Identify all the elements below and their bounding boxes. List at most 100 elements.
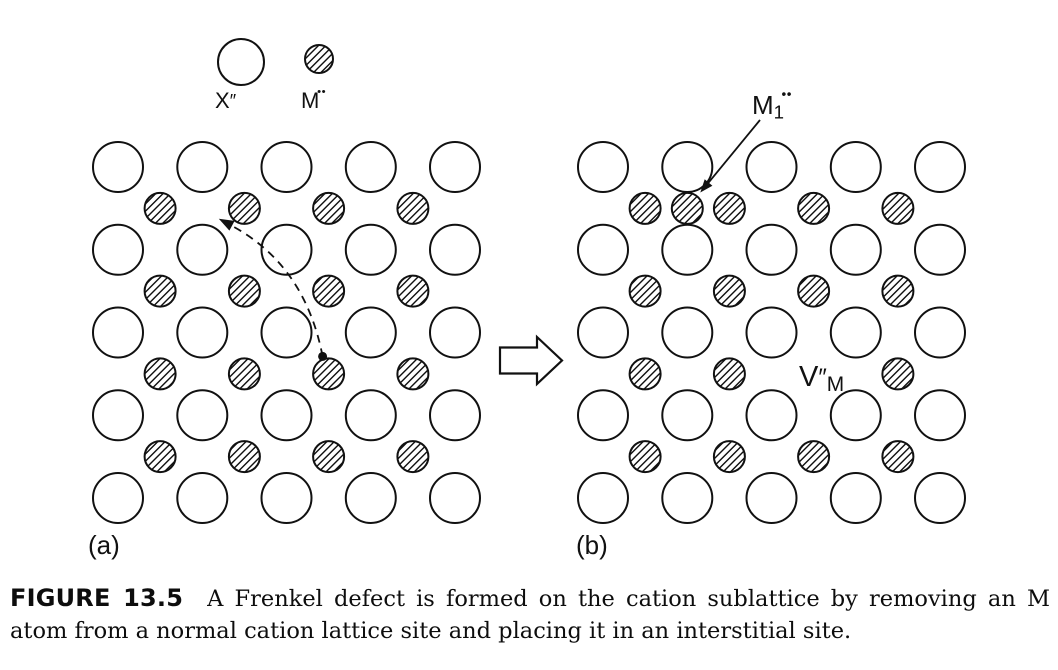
caption-text: A Frenkel defect is formed on the cation… — [10, 586, 1050, 644]
anion-circle — [577, 141, 629, 193]
anion-circle — [745, 141, 798, 193]
anion-circle — [745, 389, 798, 442]
anion-circle — [260, 306, 313, 359]
anion-circle — [829, 389, 882, 442]
interstitial-cation-circle — [670, 191, 704, 225]
anion-circle — [176, 223, 229, 276]
cation-circle — [712, 191, 746, 225]
cation-circle — [396, 274, 430, 308]
anion-circle — [914, 389, 966, 442]
interstitial-leader-line — [704, 119, 761, 187]
anion-circle — [745, 223, 798, 276]
legend-anion-label: X″ — [215, 88, 237, 113]
cation-circle — [143, 191, 177, 225]
anion-circle — [914, 306, 966, 359]
anion-circle — [429, 306, 481, 359]
cation-vacancy-label: V″M — [799, 361, 844, 396]
anion-circle — [829, 223, 882, 276]
interstitial-cation-label: M1•• — [752, 86, 792, 122]
anion-circle — [92, 223, 144, 276]
anion-circle — [260, 389, 313, 442]
cation-circle — [312, 274, 346, 308]
interstitial-arrowhead — [700, 179, 713, 193]
anion-circle — [429, 472, 481, 524]
legend-anion-circle — [217, 38, 265, 86]
anion-circle — [661, 223, 714, 276]
anion-circle — [661, 389, 714, 442]
cation-circle — [712, 274, 746, 308]
anion-circle — [344, 472, 397, 524]
cation-circle — [312, 440, 346, 474]
lattice-panel-b — [577, 141, 966, 524]
anion-circle — [914, 472, 966, 524]
cation-circle — [396, 357, 430, 391]
anion-circle — [260, 223, 313, 276]
cation-circle — [396, 191, 430, 225]
cation-circle — [312, 357, 346, 391]
anion-circle — [745, 306, 798, 359]
anion-circle — [176, 306, 229, 359]
transformation-block-arrow — [498, 334, 564, 387]
cation-circle — [881, 191, 915, 225]
legend: X″ M•• — [215, 38, 334, 113]
anion-circle — [661, 306, 714, 359]
anion-circle — [429, 389, 481, 442]
anion-circle — [260, 141, 313, 193]
panel-b-label: (b) — [576, 530, 608, 560]
cation-circle — [881, 274, 915, 308]
cation-circle — [712, 440, 746, 474]
anion-circle — [176, 389, 229, 442]
cation-jump-dashed-arrow — [230, 224, 324, 357]
anion-circle — [914, 223, 966, 276]
anion-circle — [344, 223, 397, 276]
cation-circle — [797, 191, 831, 225]
anion-circle — [344, 306, 397, 359]
lattice-panel-a — [92, 141, 481, 524]
frenkel-defect-figure: X″ M•• (a) (b) M1•• V″M — [88, 38, 966, 560]
cation-circle — [628, 274, 662, 308]
jump-origin-dot — [318, 351, 328, 361]
cation-circle — [227, 440, 261, 474]
anion-circle — [429, 223, 481, 276]
cation-circle — [227, 274, 261, 308]
cation-circle — [712, 357, 746, 391]
panel-a-label: (a) — [88, 530, 120, 560]
anion-circle — [577, 306, 629, 359]
cation-circle — [881, 357, 915, 391]
cation-circle — [396, 440, 430, 474]
anion-circle — [829, 306, 882, 359]
legend-cation-circle — [304, 44, 334, 74]
anion-circle — [92, 306, 144, 359]
cation-circle — [797, 440, 831, 474]
anion-circle — [829, 141, 882, 193]
anion-circle — [260, 472, 313, 524]
anion-circle — [577, 472, 629, 524]
cation-circle — [227, 191, 261, 225]
cation-circle — [143, 357, 177, 391]
cation-circle — [797, 274, 831, 308]
anion-circle — [577, 223, 629, 276]
arrows — [218, 119, 761, 387]
caption-figure-number: FIGURE 13.5 — [10, 584, 184, 612]
jump-arrowhead — [218, 218, 235, 231]
cation-circle — [312, 191, 346, 225]
anion-circle — [745, 472, 798, 524]
cation-circle — [628, 440, 662, 474]
cation-circle — [143, 440, 177, 474]
cation-circle — [881, 440, 915, 474]
cation-circle — [143, 274, 177, 308]
labels: (a) (b) M1•• V″M — [88, 86, 844, 560]
anion-circle — [176, 141, 229, 193]
cation-circle — [628, 191, 662, 225]
anion-circle — [176, 472, 229, 524]
cation-circle — [227, 357, 261, 391]
anion-circle — [661, 472, 714, 524]
anion-circle — [429, 141, 481, 193]
anion-circle — [92, 472, 144, 524]
anion-circle — [344, 141, 397, 193]
legend-cation-label: M•• — [301, 86, 326, 113]
anion-circle — [92, 389, 144, 442]
cation-circle — [628, 357, 662, 391]
anion-circle — [344, 389, 397, 442]
